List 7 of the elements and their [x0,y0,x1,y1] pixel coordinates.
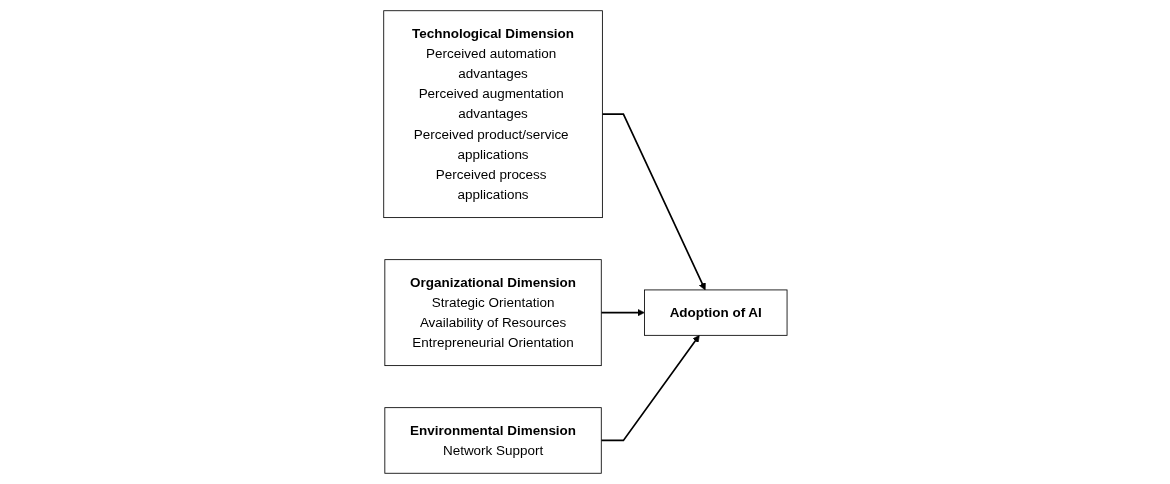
node-box: Technological Dimension Perceived automation advantages Perceived augmentation advantages Perceived product/service applications Perceived process applications [382,10,603,218]
node-box: Organizational Dimension Strategic Orientation Availability of Resources Entrepreneurial Orientation [384,259,602,367]
node-box: Environmental Dimension Network Support [384,407,602,474]
arrow [600,308,645,317]
arrow [600,335,700,442]
arrow [601,113,706,291]
node-box: Adoption of AI [643,289,788,336]
